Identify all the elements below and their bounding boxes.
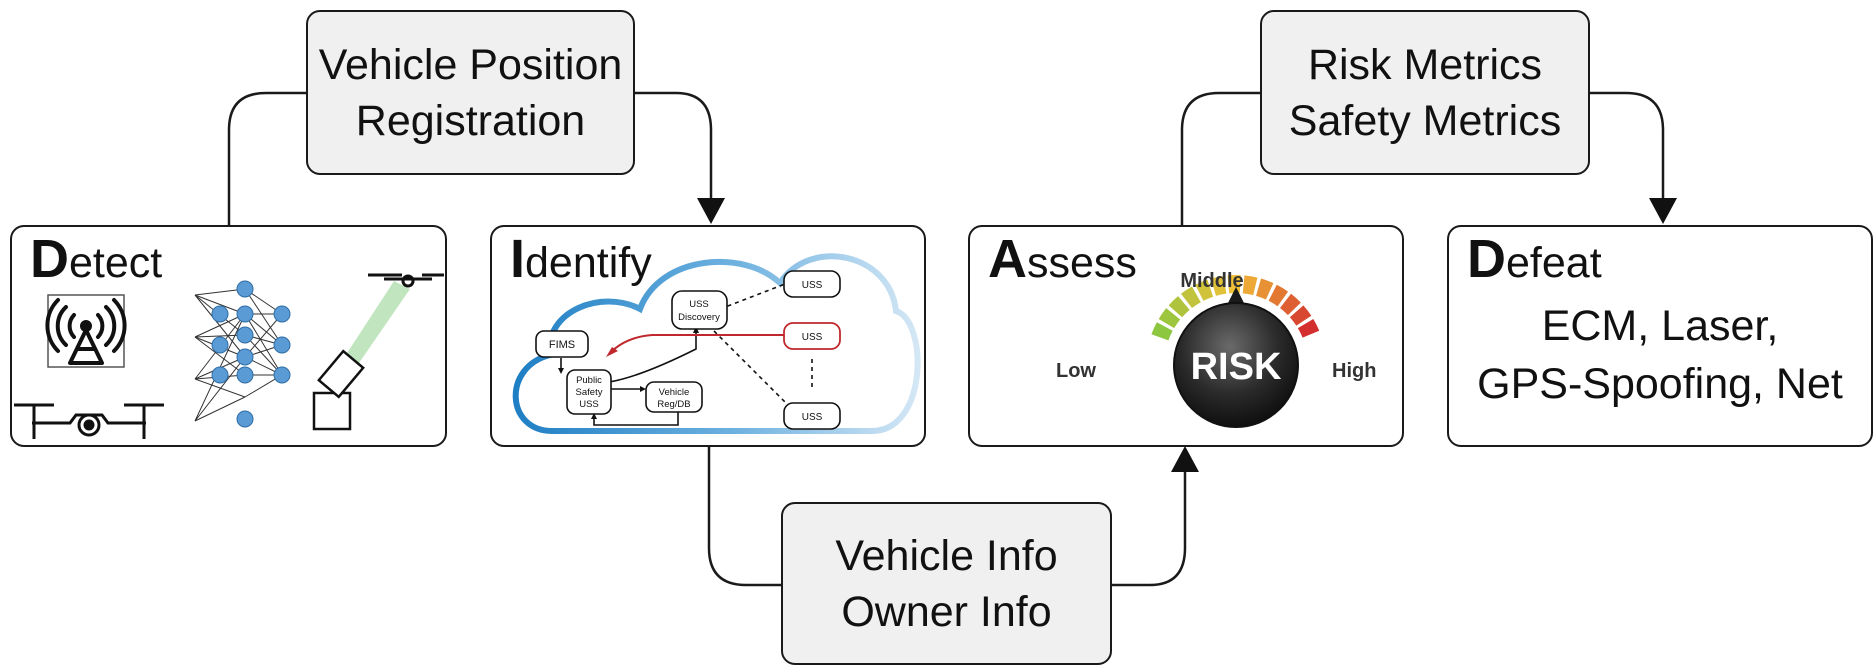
defeat-title-rest: efeat [1506,239,1602,287]
fims-node [535,330,589,358]
edge-vehicle-public [593,411,679,426]
risk-gauge: RISK Low Middle High [1056,270,1376,428]
connector-owner-info-to-assess [1111,470,1187,587]
gauge-scale [1151,275,1320,341]
gauge-segment [1227,275,1241,294]
identify-network-diagram: FIMS USS Discovery Public Safety USS Veh… [512,253,921,434]
gauge-segment [1256,278,1274,300]
edge-discovery-uss-c [713,330,787,404]
detect-title: Detect [30,229,162,293]
gauge-segment [1158,308,1181,329]
gauge-label-high: High [1332,360,1376,382]
vehicle-reg-label-2: Reg/DB [657,399,690,410]
detect-title-rest: etect [69,239,163,287]
vehicle-owner-info-label: Vehicle Info Owner Info [781,502,1112,665]
gauge-label-low: Low [1056,360,1096,382]
uss-node-b [783,322,841,350]
connector-metrics-to-defeat [1588,91,1665,198]
defeat-methods: ECM, Laser, GPS-Spoofing, Net [1449,297,1871,413]
risk-safety-metrics-label: Risk Metrics Safety Metrics [1260,10,1590,175]
assess-title-initial: A [988,229,1027,289]
fims-label: FIMS [549,339,575,351]
metrics-line-2: Safety Metrics [1288,96,1562,145]
registration-line-2: Registration [355,96,586,145]
gauge-segment [1195,279,1214,301]
identify-title-rest: dentify [525,239,652,287]
neural-network-icon [194,280,291,428]
public-safety-label-1: Public [576,375,602,386]
identify-stage: Identify [490,225,926,447]
identify-title-initial: I [510,229,526,289]
gauge-label-middle: Middle [1180,270,1243,292]
uss-label-a: USS [802,280,823,291]
public-safety-node [566,369,612,415]
connector-detect-to-registration [227,91,306,225]
arrowhead-to-identify [697,198,725,224]
vehicle-position-registration-label: Vehicle Position Registration [306,10,635,175]
defeat-title-initial: D [1467,229,1506,289]
vehicle-reg-node [645,381,703,413]
edge-uss-b-public-red [609,334,784,354]
edge-discovery-uss-a [719,283,786,310]
edge-public-discovery [608,331,697,383]
connector-registration-to-identify [634,91,713,198]
owner-info-line-2: Owner Info [841,587,1052,636]
gauge-segment [1151,322,1173,341]
gauge-segment [1210,275,1227,296]
gauge-segment [1268,284,1289,307]
camera-beam-icon [312,273,444,431]
public-safety-label-3: USS [579,399,599,410]
arrowhead-to-assess [1171,446,1199,472]
radio-tower-icon [45,294,127,368]
metrics-line-1: Risk Metrics [1307,40,1543,89]
assess-title: Assess [988,229,1137,293]
vehicle-reg-label-1: Vehicle [659,387,690,398]
defeat-title: Defeat [1467,229,1602,293]
assess-stage: Assess RISK Low Middle High [968,225,1404,447]
uss-discovery-label-2: Discovery [678,312,720,323]
gauge-segment [1168,296,1190,318]
uss-discovery-node [671,290,728,330]
connector-identify-to-owner-info [707,447,781,587]
defeat-stage: Defeat ECM, Laser, GPS-Spoofing, Net [1447,225,1873,447]
defeat-methods-line-1: ECM, Laser, [1541,302,1779,350]
uss-label-c: USS [802,412,823,423]
connector-assess-to-metrics [1180,91,1260,225]
risk-knob-icon: RISK [1173,287,1299,428]
gauge-segment [1280,293,1301,316]
public-safety-label-2: Safety [576,387,603,398]
uss-node-a [783,270,841,298]
owner-info-line-1: Vehicle Info [835,531,1058,580]
uss-discovery-label-1: USS [689,299,709,310]
assess-title-rest: ssess [1027,239,1137,287]
knob-label: RISK [1191,346,1282,388]
gauge-segment [1297,318,1320,338]
detect-illustration [14,273,444,439]
gauge-segment [1242,275,1258,296]
defeat-methods-line-2: GPS-Spoofing, Net [1477,360,1843,408]
identify-title: Identify [510,229,652,293]
uss-node-c [783,402,841,430]
arrowhead-to-defeat [1649,198,1677,224]
gauge-segment [1289,305,1312,326]
detect-title-initial: D [30,229,69,289]
registration-line-1: Vehicle Position [318,40,623,89]
detect-stage: Detect [10,225,447,447]
gauge-segment [1180,286,1201,309]
uss-label-b: USS [802,332,823,343]
drone-icon [14,403,164,439]
